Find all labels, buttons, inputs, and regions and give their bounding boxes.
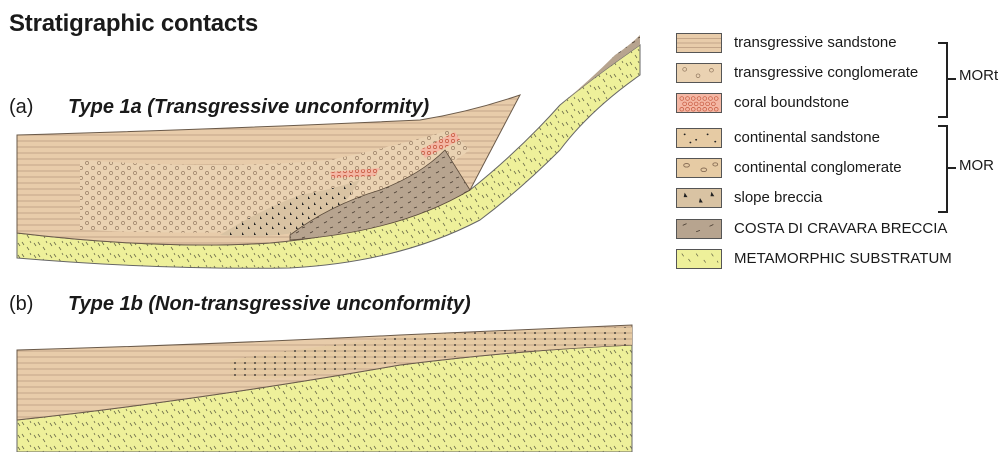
legend-item-costa-di-cravara-breccia: COSTA DI CRAVARA BRECCIA — [676, 219, 986, 241]
legend-label: continental sandstone — [734, 129, 880, 146]
group-bracket — [938, 125, 948, 213]
legend-swatch-slope-breccia — [676, 188, 722, 208]
legend-swatch-coral-boundstone — [676, 93, 722, 113]
legend-item-metamorphic-substratum: METAMORPHIC SUBSTRATUM — [676, 249, 986, 271]
legend-swatch-transgressive-sandstone — [676, 33, 722, 53]
legend-swatch-costa-di-cravara-breccia — [676, 219, 722, 239]
legend-label: coral boundstone — [734, 94, 849, 111]
legend-label: transgressive sandstone — [734, 34, 897, 51]
legend-swatch-continental-sandstone — [676, 128, 722, 148]
group-label: MOR — [959, 157, 994, 174]
legend-swatch-metamorphic-substratum — [676, 249, 722, 269]
legend-label: slope breccia — [734, 189, 822, 206]
cross-section-b — [0, 0, 660, 452]
legend: transgressive sandstone transgressive con… — [676, 33, 1003, 278]
group-tick — [948, 167, 956, 169]
group-bracket — [938, 42, 948, 118]
legend-label: METAMORPHIC SUBSTRATUM — [734, 250, 952, 267]
legend-swatch-continental-conglomerate — [676, 158, 722, 178]
legend-label: transgressive conglomerate — [734, 64, 918, 81]
section-b-layers — [17, 325, 632, 452]
group-tick — [948, 78, 956, 80]
legend-label: continental conglomerate — [734, 159, 902, 176]
group-label: MORt — [959, 67, 998, 84]
legend-swatch-transgressive-conglomerate — [676, 63, 722, 83]
legend-label: COSTA DI CRAVARA BRECCIA — [734, 220, 947, 237]
